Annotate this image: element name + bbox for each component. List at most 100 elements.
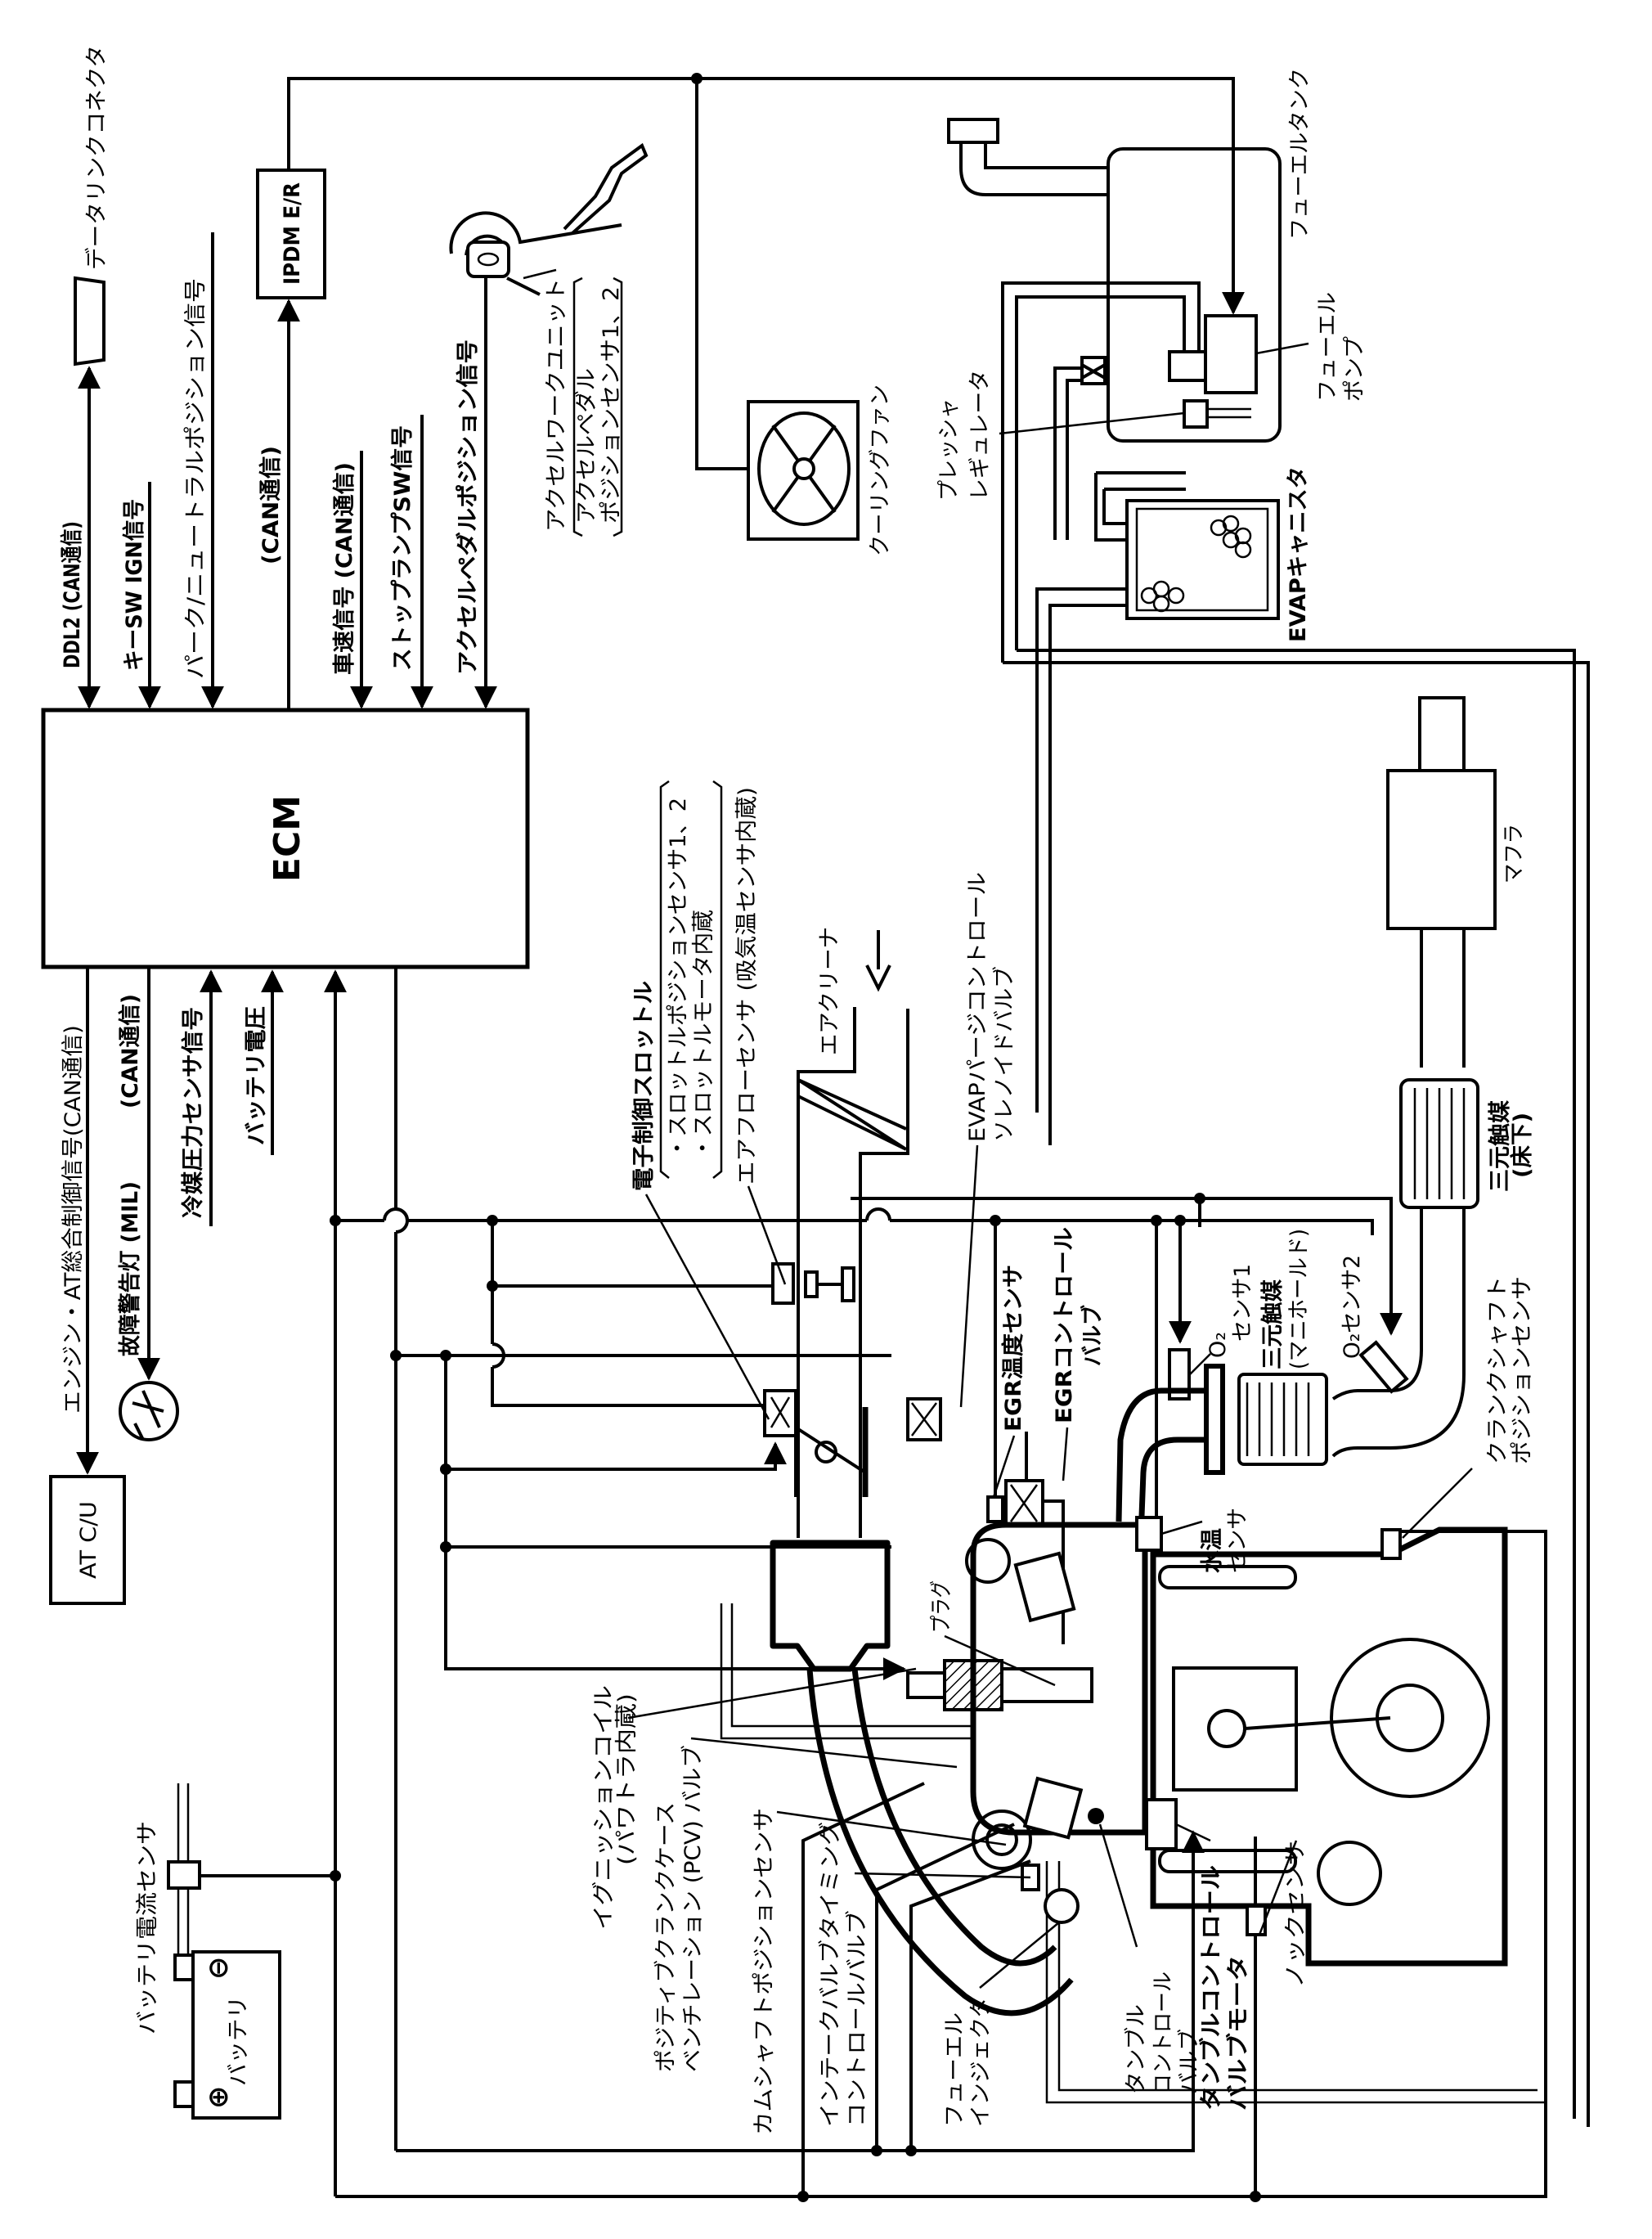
ignition-coil-label-1: イグニッションコイル (591, 1685, 617, 1930)
o2-sensor2-label: O₂センサ2 (1340, 1255, 1365, 1359)
pcv-label-2: ベンチレーション (PCV) バルブ (680, 1745, 706, 2072)
ivt-label-2: コントロールバルブ (845, 1910, 870, 2127)
fuel-system (947, 118, 1590, 2127)
battery-plus-icon: ⊕ (202, 2086, 235, 2110)
air-flow-sensor-label: エアフローセンサ (吸気温センサ内蔵) (734, 787, 760, 1185)
ddl2-label: DDL2 (CAN通信) (60, 521, 85, 668)
tumble-motor-label-1: タンブルコントロール (1198, 1865, 1224, 2111)
accel-work-unit-label: アクセルワークユニット (544, 278, 569, 532)
crankshaft-icon (1330, 1638, 1490, 1798)
accel-signal-label: アクセルペダルポジション信号 (455, 339, 481, 675)
tumble-valve-icon (1088, 1808, 1104, 1824)
park-neutral-label: パーク/ニュートラルポジション信号 (183, 278, 209, 679)
battery-group: ⊖ ⊕ (167, 1783, 341, 2120)
crank-sensor-label-1: クランクシャフト (1485, 1276, 1511, 1464)
accel-pedal-sensor-label-2: ポジションセンサ1、2 (599, 286, 624, 524)
pressure-regulator-label-1: プレッシャ (936, 398, 962, 501)
ecm-label: ECM (267, 795, 308, 882)
mil-label: 故障警告灯 (MIL) (117, 1181, 143, 1356)
injector-label-2: インジェクタ (968, 1996, 994, 2127)
wiring-harness (330, 1193, 1547, 2202)
ipdm-box (256, 169, 326, 299)
leader-lines (523, 268, 1473, 1989)
plug-label: プラグ (929, 1580, 954, 1633)
knock-sensor-icon (1246, 1904, 1267, 1936)
piston-icon (1172, 1666, 1298, 1792)
throttle-label-3: ・スロットルモータ内蔵 (691, 910, 716, 1159)
air-flow-sensor-icon (771, 1262, 795, 1305)
tumble-motor-label-2: バルブモータ (1225, 1955, 1251, 2111)
spark-plug-icon (1000, 1667, 1093, 1703)
battery-current-sensor-icon (167, 1860, 201, 1890)
catalyst-manifold-label-1: 三元触媒 (1259, 1279, 1286, 1369)
muffler-icon (1386, 769, 1497, 930)
engine-icon (906, 1516, 1508, 1967)
ipdm-can-label: (CAN通信) (258, 446, 284, 564)
ignition-coil-icon (943, 1659, 1003, 1711)
water-temp-label-1: 水温 (1200, 1528, 1225, 1573)
tumble-motor-icon (1145, 1798, 1178, 1850)
crank-sensor-icon (1380, 1528, 1402, 1560)
pressure-regulator-icon (1183, 399, 1209, 429)
cooling-fan-icon (747, 400, 860, 541)
at-cu-label: AT C/U (76, 1501, 101, 1579)
pressure-regulator-label-2: レギュレータ (967, 370, 993, 501)
refrigerant-label: 冷媒圧力センサ信号 (180, 1007, 206, 1218)
manifold-catalyst-icon (1237, 1373, 1328, 1466)
battery-current-sensor-label: バッテリ電流センサ (135, 1821, 160, 2034)
labels: データリンクコネクタ DDL2 (CAN通信) キーSW IGN信号 パーク/ニ… (60, 45, 1535, 2135)
fuel-tank-label: フューエルタンク (1287, 68, 1313, 240)
accel-work-unit-icon (449, 142, 649, 296)
data-link-connector-label: データリンクコネクタ (84, 45, 110, 270)
battery-icon (191, 1950, 281, 2120)
crank-sensor-label-2: ポジションセンサ (1510, 1276, 1535, 1464)
muffler-label: マフラ (1502, 824, 1527, 883)
tumble-valve-label-3: バルブ (1177, 2029, 1202, 2094)
injector-label-1: フューエル (942, 2012, 967, 2127)
battery-minus-icon: ⊖ (202, 1957, 235, 1980)
pcv-label-1: ポジティブクランクケース (653, 1802, 679, 2072)
fuel-pump-label-2: ポンプ (1342, 336, 1367, 402)
key-sw-label: キーSW IGN信号 (122, 499, 147, 671)
accel-pedal-sensor-label-1: アクセルペダル (574, 368, 599, 524)
fuel-pump-icon (1204, 314, 1258, 394)
evap-canister-label: EVAPキャニスタ (1286, 466, 1311, 642)
water-temp-label-2: センサ (1225, 1508, 1250, 1573)
exhaust-camshaft-icon (965, 1538, 1011, 1584)
ignition-coil-label-2: (パワトラ内蔵) (614, 1693, 640, 1865)
egr-valve-label-1: EGRコントロール (1052, 1227, 1077, 1423)
egr-temp-sensor-icon (986, 1495, 1004, 1523)
water-temp-sensor-icon (1135, 1516, 1163, 1552)
cam-sensor-label: カムシャフトポジションセンサ (752, 1808, 777, 2135)
cooling-fan-label: クーリングファン (868, 384, 893, 556)
battery-label: バッテリ (226, 1996, 251, 2086)
fuel-pump-label-1: フューエル (1315, 292, 1340, 402)
engine-at-label: エンジン・AT総合制御信号(CAN通信) (61, 1025, 86, 1414)
catalyst-manifold-label-2: (マニホールド) (1286, 1229, 1312, 1369)
ivt-label-1: インテークバルブタイミング (818, 1822, 843, 2127)
evap-canister-icon (1125, 499, 1280, 620)
top-signal-lines (74, 73, 1245, 710)
evap-purge-label-2: ソレノイドバルブ (992, 966, 1017, 1142)
o2-sensor2-icon (1358, 1340, 1409, 1394)
stop-lamp-label: ストップランプSW信号 (390, 425, 415, 671)
exhaust-system (1116, 696, 1497, 1539)
egr-temp-sensor-label: EGR温度センサ (1000, 1265, 1026, 1432)
battery-voltage-label: バッテリ電圧 (244, 1006, 269, 1145)
mil-lamp-icon (119, 1381, 179, 1441)
at-cu-box (49, 1475, 126, 1605)
evap-purge-label-1: EVAPパージコントロール (965, 872, 990, 1142)
fuel-injector-icon (1044, 1888, 1080, 1924)
throttle-label-1: 電子制御スロットル (631, 981, 657, 1191)
tumble-valve-label-1: タンブル (1124, 2004, 1149, 2094)
o2-sensor1-label-1: O₂ (1205, 1332, 1231, 1358)
catalyst-underfloor-label-2: (床下) (1509, 1113, 1535, 1178)
throttle-label-2: ・スロットルポジションセンサ1、2 (666, 798, 691, 1159)
o2-sensor1-label-2: センサ1 (1230, 1264, 1255, 1342)
fuel-tank-icon (1107, 147, 1282, 443)
egr-valve-label-2: バルブ (1080, 1305, 1106, 1366)
vehicle-speed-label: 車速信号 (CAN通信) (332, 462, 357, 675)
mil-can-label: (CAN通信) (118, 994, 143, 1108)
airflow-arrow-icon (865, 930, 891, 992)
